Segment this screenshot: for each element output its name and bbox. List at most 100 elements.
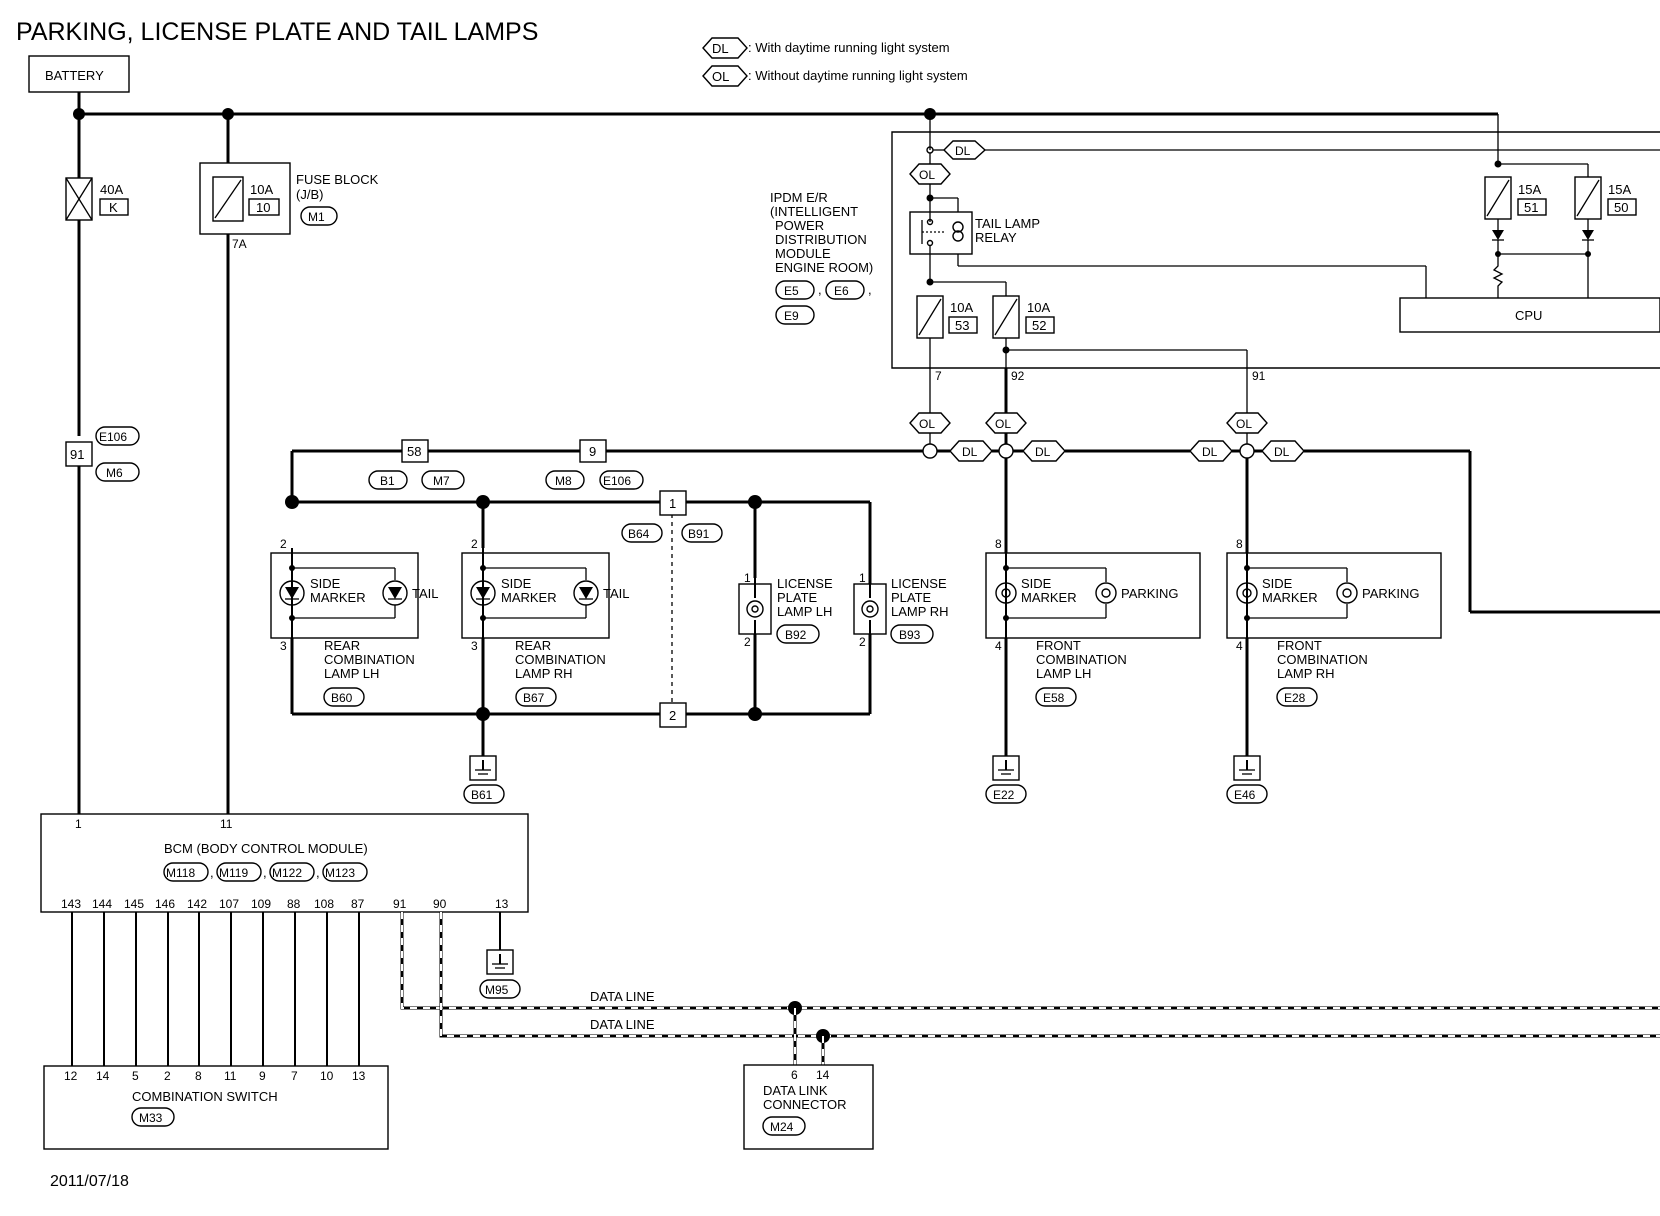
svg-text:107: 107 xyxy=(219,897,239,911)
front-combination-lamp-lh: SIDE MARKER PARKING 8 4 FRONT COMBINATIO… xyxy=(985,537,1201,707)
svg-text:,: , xyxy=(263,865,267,880)
svg-text:2: 2 xyxy=(859,635,866,649)
svg-text:B1: B1 xyxy=(380,474,395,488)
data-link-connector: 6 14 DATA LINK CONNECTOR M24 xyxy=(743,1064,874,1150)
ground-e22: E22 xyxy=(985,755,1027,804)
svg-text:DL: DL xyxy=(1202,445,1218,459)
front-combination-lamp-rh: SIDE MARKER PARKING 8 4 FRONT COMBINATIO… xyxy=(1226,537,1442,707)
ol-tag-7: OL xyxy=(909,412,951,434)
svg-text:1: 1 xyxy=(744,571,751,585)
svg-text:M123: M123 xyxy=(325,866,355,880)
svg-text:LAMP LH: LAMP LH xyxy=(1036,666,1091,681)
ol-tag-91: OL xyxy=(1226,412,1268,434)
legend-ol-tag: OL xyxy=(712,69,729,84)
svg-text:BCM (BODY CONTROL MODULE): BCM (BODY CONTROL MODULE) xyxy=(164,841,368,856)
svg-text:E6: E6 xyxy=(834,284,849,298)
svg-text:,: , xyxy=(868,282,872,297)
rear-combination-lamp-rh: SIDE MARKER TAIL 2 3 REAR COMBINATION LA… xyxy=(461,537,630,707)
svg-text:MARKER: MARKER xyxy=(501,590,557,605)
svg-text:2: 2 xyxy=(744,635,751,649)
svg-text:PLATE: PLATE xyxy=(777,590,818,605)
legend-ol: OL : Without daytime running light syste… xyxy=(702,65,968,87)
svg-text:CPU: CPU xyxy=(1515,308,1542,323)
dl-tag-b: DL xyxy=(1022,440,1066,462)
svg-text:IPDM E/R: IPDM E/R xyxy=(770,190,828,205)
svg-text:M119: M119 xyxy=(219,866,248,880)
svg-text:2: 2 xyxy=(164,1069,171,1083)
svg-text:91: 91 xyxy=(393,897,407,911)
dl-tag-d: DL xyxy=(1261,440,1305,462)
svg-text:10: 10 xyxy=(320,1069,334,1083)
svg-text:11: 11 xyxy=(220,817,233,831)
svg-text:14: 14 xyxy=(96,1069,110,1083)
svg-text:OL: OL xyxy=(1236,417,1252,431)
svg-text:RELAY: RELAY xyxy=(975,230,1017,245)
svg-text:88: 88 xyxy=(287,897,301,911)
svg-text:92: 92 xyxy=(1011,369,1025,383)
svg-text:M7: M7 xyxy=(433,474,450,488)
battery: BATTERY xyxy=(28,55,130,93)
svg-text:12: 12 xyxy=(64,1069,78,1083)
svg-text:B91: B91 xyxy=(688,527,710,541)
svg-text:M95: M95 xyxy=(485,983,509,997)
svg-text:9: 9 xyxy=(259,1069,266,1083)
svg-text:E58: E58 xyxy=(1043,691,1065,705)
svg-text:2: 2 xyxy=(669,708,676,723)
svg-text:E106: E106 xyxy=(99,430,127,444)
svg-text:SIDE: SIDE xyxy=(310,576,341,591)
svg-text:10: 10 xyxy=(256,200,270,215)
svg-text:POWER: POWER xyxy=(775,218,824,233)
svg-text:LAMP LH: LAMP LH xyxy=(324,666,379,681)
svg-text:3: 3 xyxy=(280,639,287,653)
svg-text:50: 50 xyxy=(1614,200,1628,215)
svg-text:,: , xyxy=(818,282,822,297)
svg-text:MODULE: MODULE xyxy=(775,246,831,261)
svg-text:15A: 15A xyxy=(1608,182,1631,197)
svg-text:DL: DL xyxy=(1274,445,1290,459)
svg-text:PARKING: PARKING xyxy=(1121,586,1179,601)
svg-text:M6: M6 xyxy=(106,466,123,480)
svg-text:8: 8 xyxy=(195,1069,202,1083)
license-plate-lamp-rh: 1 2 LICENSE PLATE LAMP RH B93 xyxy=(853,571,949,649)
svg-text:LAMP RH: LAMP RH xyxy=(515,666,573,681)
svg-text:B67: B67 xyxy=(523,691,545,705)
svg-text:M1: M1 xyxy=(308,210,325,224)
svg-text:BATTERY: BATTERY xyxy=(45,68,104,83)
svg-text:M8: M8 xyxy=(555,474,572,488)
bcm-switch-harness xyxy=(71,912,360,1066)
data-line-label-1: DATA LINE xyxy=(590,989,655,1004)
svg-text:M24: M24 xyxy=(770,1120,794,1134)
svg-text:8: 8 xyxy=(995,537,1002,551)
svg-text:E22: E22 xyxy=(993,788,1015,802)
ipdm-er: IPDM E/R (INTELLIGENT POWER DISTRIBUTION… xyxy=(770,131,1660,369)
svg-text:10A: 10A xyxy=(250,182,273,197)
combination-switch: 12 14 5 2 8 11 9 7 10 13 COMBINATION SWI… xyxy=(43,1065,389,1150)
svg-text:10A: 10A xyxy=(1027,300,1050,315)
svg-text:MARKER: MARKER xyxy=(1262,590,1318,605)
connector-58: 58 B1 M7 xyxy=(368,439,465,490)
svg-text:ENGINE ROOM): ENGINE ROOM) xyxy=(775,260,873,275)
svg-text:2: 2 xyxy=(471,537,478,551)
svg-text:145: 145 xyxy=(124,897,144,911)
svg-text:13: 13 xyxy=(352,1069,366,1083)
svg-text:146: 146 xyxy=(155,897,175,911)
license-plate-lamp-lh: 1 2 LICENSE PLATE LAMP LH B92 xyxy=(738,571,833,649)
svg-text:10A: 10A xyxy=(950,300,973,315)
svg-text:OL: OL xyxy=(919,417,935,431)
dl-tag-c: DL xyxy=(1189,440,1233,462)
svg-text:M33: M33 xyxy=(139,1111,163,1125)
svg-text:DL: DL xyxy=(962,445,978,459)
svg-text:5: 5 xyxy=(132,1069,139,1083)
cpu: CPU xyxy=(1399,297,1660,333)
ol-tag-92: OL xyxy=(985,412,1027,434)
svg-text:COMBINATION: COMBINATION xyxy=(1277,652,1368,667)
svg-text:E28: E28 xyxy=(1284,691,1306,705)
svg-text:6: 6 xyxy=(791,1068,798,1082)
legend-dl: DL : With daytime running light system xyxy=(702,37,950,59)
svg-text:1: 1 xyxy=(669,496,676,511)
ground-m95: M95 xyxy=(479,949,521,999)
svg-text:MARKER: MARKER xyxy=(1021,590,1077,605)
svg-text:LAMP LH: LAMP LH xyxy=(777,604,832,619)
ground-b61: B61 xyxy=(463,755,505,804)
svg-text:14: 14 xyxy=(816,1068,830,1082)
